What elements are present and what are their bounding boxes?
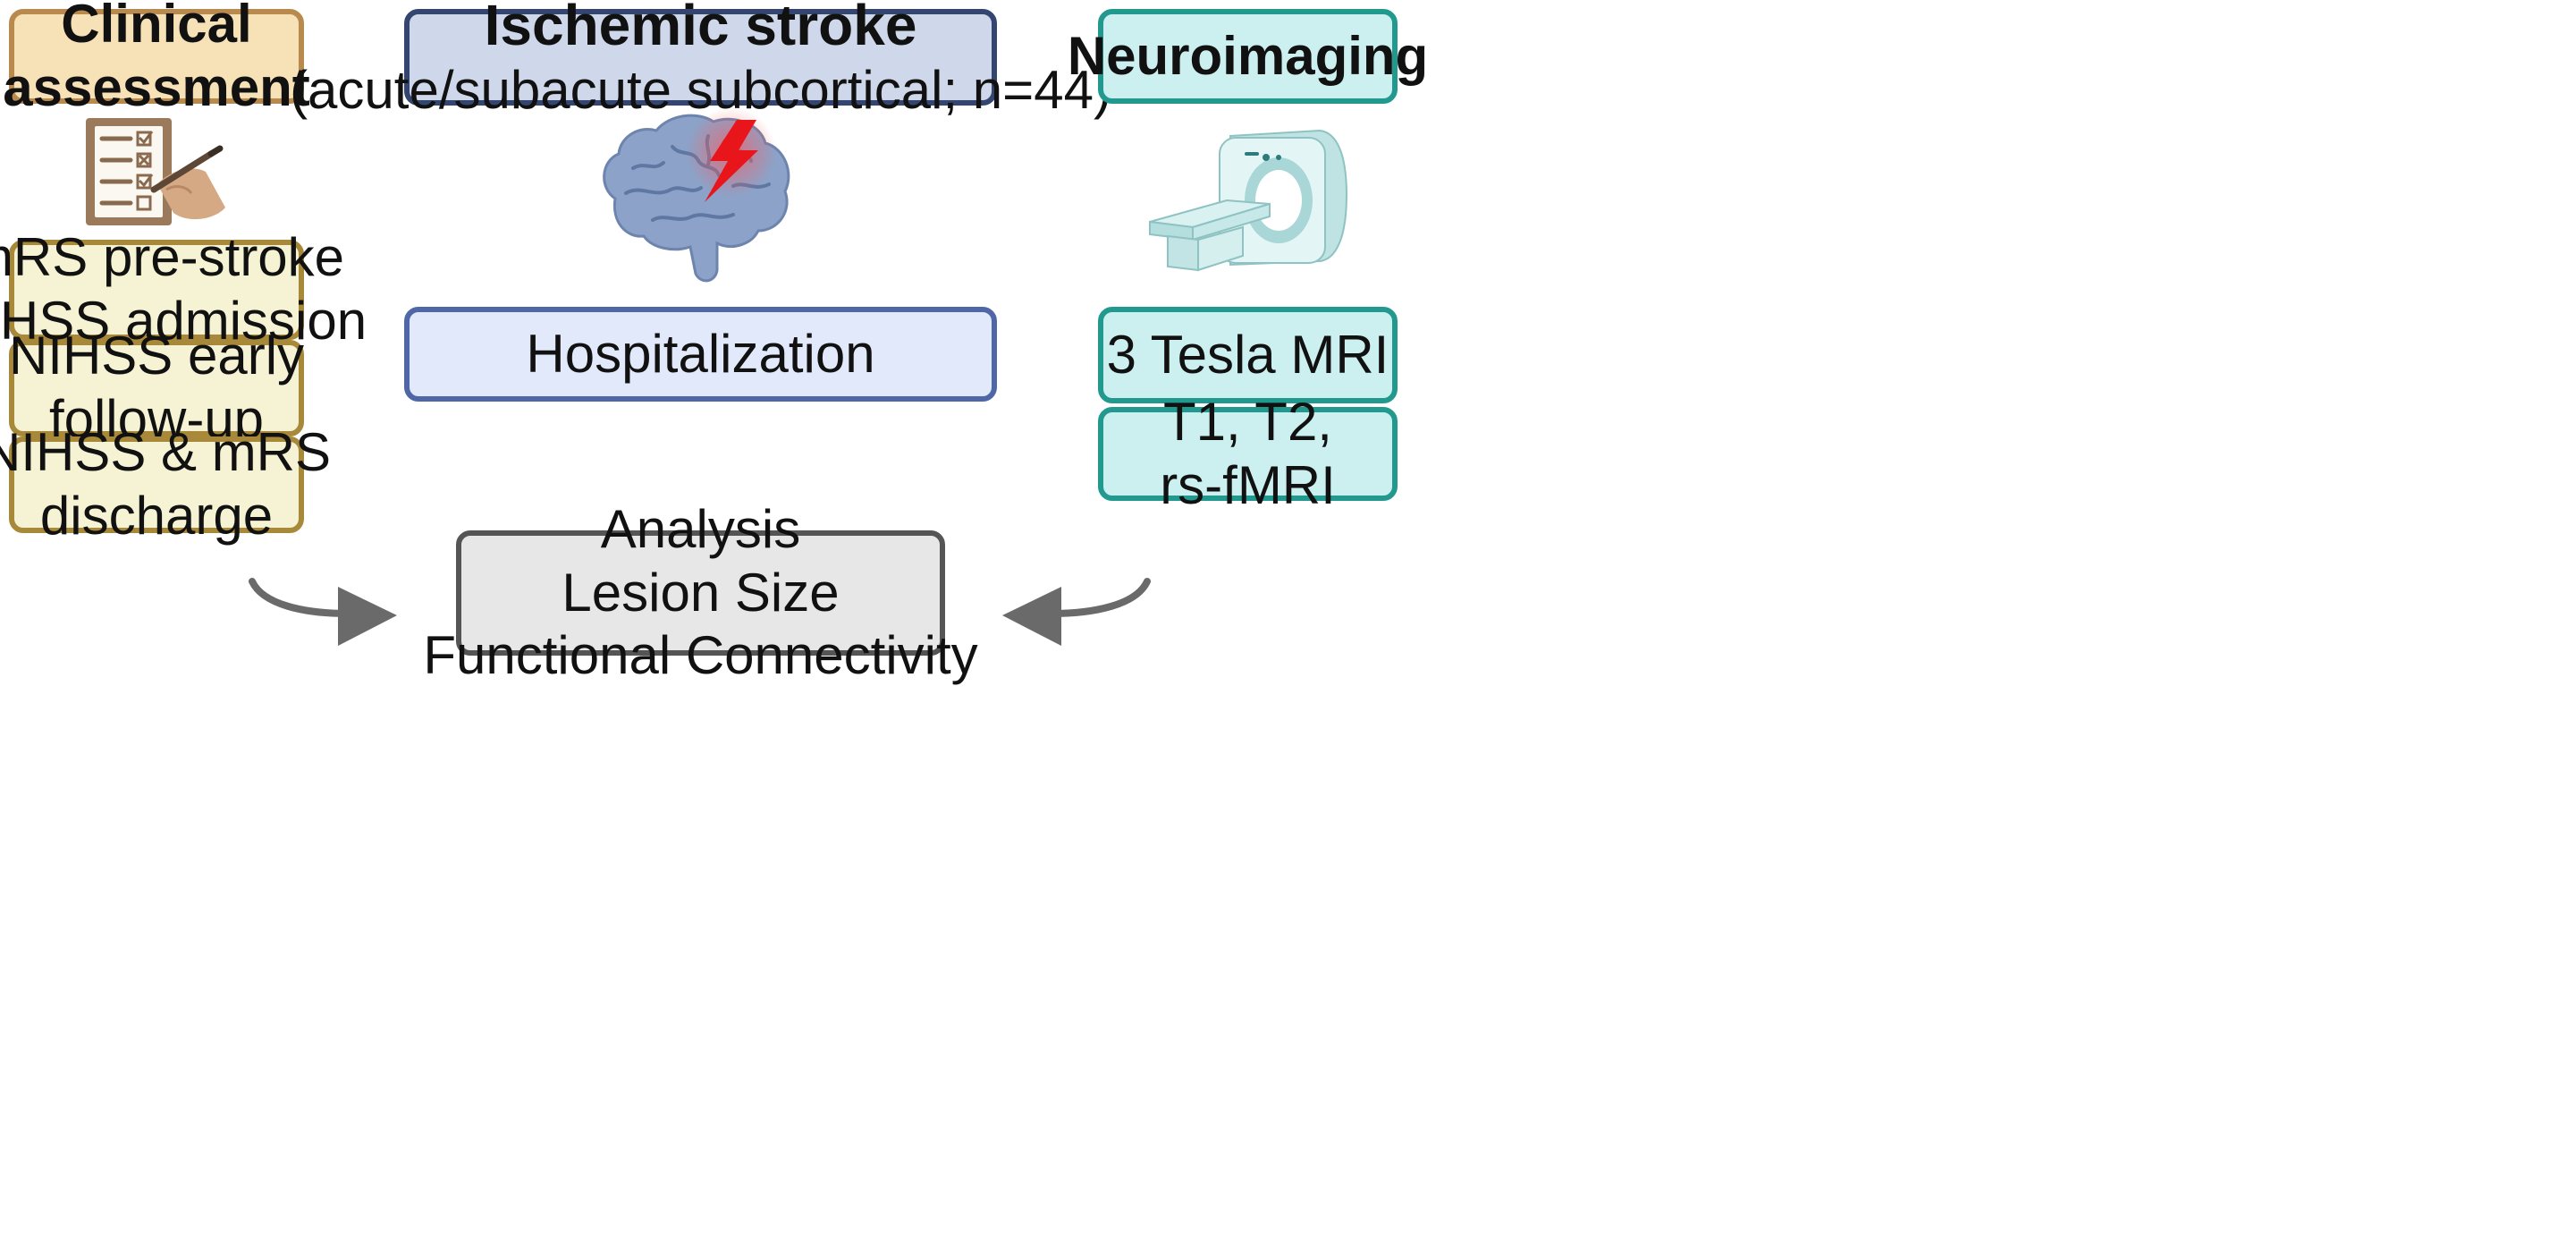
clinical-title-line2: assessment [3, 57, 310, 117]
clinical-title-line1: Clinical [61, 0, 252, 55]
checklist-icon [80, 114, 237, 229]
clinical-item-3-line1: NIHSS & mRS [0, 422, 332, 483]
clinical-item-follow-up: NIHSS early follow-up [9, 326, 304, 449]
ischemic-stroke-header: Ischemic stroke (acute/subacute subcorti… [290, 0, 1111, 120]
clinical-item-2-line1: NIHSS early [8, 326, 305, 386]
analysis-line1: Analysis [600, 498, 801, 559]
stroke-title: Ischemic stroke [484, 0, 917, 57]
stroke-subtitle: (acute/subacute subcortical; n=44) [290, 60, 1111, 121]
brain-icon [590, 106, 800, 289]
mri-label: 3 Tesla MRI [1106, 324, 1389, 385]
sequences-line1: T1, T2, [1163, 391, 1332, 452]
right-curved-arrow-icon [997, 563, 1158, 662]
analysis-line2: Lesion Size [562, 562, 840, 623]
lightning-icon [701, 120, 764, 202]
sequences-box: T1, T2, rs-fMRI [1098, 392, 1398, 515]
hospitalization-label: Hospitalization [526, 323, 875, 384]
analysis-line3: Functional Connectivity [423, 625, 978, 686]
left-curved-arrow-icon [241, 563, 402, 662]
neuroimaging-header: Neuroimaging [1068, 9, 1428, 104]
sequences-line2: rs-fMRI [1160, 454, 1336, 515]
clinical-item-3-line2: discharge [39, 486, 274, 546]
analysis-box: Analysis Lesion Size Functional Connecti… [423, 499, 977, 686]
mri-box: 3 Tesla MRI [1098, 307, 1398, 403]
clinical-item-1-line1: mRS pre-stroke [0, 227, 345, 288]
mri-scanner-icon [1144, 125, 1352, 277]
neuro-title: Neuroimaging [1067, 25, 1429, 86]
clinical-item-discharge: NIHSS & mRS discharge [0, 422, 331, 546]
hospitalization-box: Hospitalization [404, 307, 997, 402]
clinical-assessment-header: Clinical assessment [3, 0, 310, 117]
